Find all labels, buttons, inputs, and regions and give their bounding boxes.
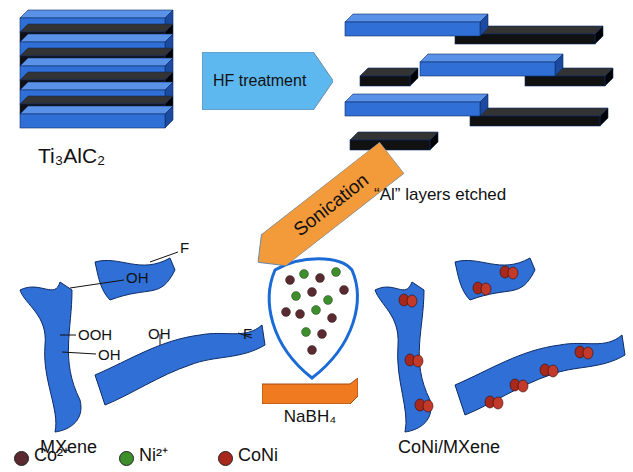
coni-particle <box>548 365 558 377</box>
group-label: OH <box>98 347 121 364</box>
process-arrow: HF treatment <box>202 52 333 110</box>
legend-swatch <box>14 451 29 466</box>
bar-shape <box>262 378 358 404</box>
droplet <box>269 259 357 378</box>
ion-dot <box>302 328 311 337</box>
ion-dot <box>282 308 291 317</box>
reagent-block: NaBH₄ <box>262 378 358 429</box>
ion-dot <box>318 330 327 339</box>
ion-dot <box>316 274 325 283</box>
legend-text: Co²⁺ <box>34 446 69 466</box>
slab-top <box>20 58 173 66</box>
node-text: HF treatment <box>213 72 306 90</box>
legend-text: Ni²⁺ <box>139 446 168 466</box>
slab-top <box>360 68 418 76</box>
slab-front <box>360 76 410 86</box>
note-label: “Al” layers etched <box>374 186 506 205</box>
slab-front <box>525 76 605 86</box>
ion-dot <box>328 314 337 323</box>
slab-front <box>345 102 480 116</box>
coni-particle <box>423 400 433 412</box>
slab-top <box>20 48 173 56</box>
mxene-flake <box>455 258 535 300</box>
coni-particle <box>407 295 417 307</box>
mxene-flake <box>455 335 625 415</box>
legend-swatch <box>119 451 134 466</box>
group-label: F <box>180 240 189 257</box>
slab-top <box>20 82 173 90</box>
slab-side <box>410 68 418 86</box>
slab-side <box>430 132 438 150</box>
slab-front <box>420 62 555 76</box>
bond-line <box>70 280 124 288</box>
legend-swatch <box>218 451 233 466</box>
ion-dot <box>300 270 309 279</box>
slab-top <box>470 108 608 116</box>
ion-dot <box>332 268 341 277</box>
coni-particle <box>518 380 528 392</box>
slab-side <box>480 94 488 116</box>
ion-dot <box>324 296 333 305</box>
coni-particle <box>508 267 518 279</box>
ion-dot <box>286 276 295 285</box>
arrow-shape <box>246 142 405 278</box>
material-label: Ti₃AlC₂ <box>38 144 105 167</box>
coni-particle <box>481 283 491 295</box>
group-label: OH <box>126 270 149 287</box>
ion-dot <box>308 346 317 355</box>
slab-side <box>555 54 563 76</box>
slab-top <box>20 72 173 80</box>
slab-top <box>345 94 488 102</box>
slab-top <box>20 10 173 18</box>
coni-particle <box>583 347 593 359</box>
ion-dot <box>312 306 321 315</box>
mxene-flake <box>20 282 81 432</box>
slab-front <box>345 22 480 36</box>
bond-line <box>62 352 96 354</box>
slab-side <box>480 14 488 36</box>
slab-front <box>350 140 430 150</box>
ion-dot <box>340 286 349 295</box>
node-text: NaBH₄ <box>284 408 336 427</box>
mxene-flake <box>95 258 175 300</box>
arrow-shape <box>202 52 333 110</box>
slab-side <box>605 68 613 86</box>
slab-top <box>20 96 173 104</box>
slab-top <box>420 54 563 62</box>
mxene-flake <box>375 282 431 432</box>
slab-top <box>20 106 173 114</box>
material-label: CoNi/MXene <box>398 438 500 458</box>
coni-particle <box>413 355 423 367</box>
mxene-flake <box>95 325 265 405</box>
ion-dot <box>308 288 317 297</box>
slab-top <box>345 14 488 22</box>
legend-text: CoNi <box>238 446 278 466</box>
reagent-bar <box>262 378 358 404</box>
slab-top <box>20 34 173 42</box>
slab-top <box>350 132 438 140</box>
ion-dot <box>296 310 305 319</box>
bond-line <box>60 335 76 336</box>
ion-dot <box>292 292 301 301</box>
coni-particle <box>493 397 503 409</box>
group-label: OH <box>148 326 171 343</box>
slab-side <box>595 26 603 44</box>
group-label: OOH <box>78 327 112 344</box>
group-label: F <box>243 326 252 343</box>
slab-front <box>20 114 165 128</box>
slab-side <box>600 108 608 126</box>
bond-line <box>150 252 178 262</box>
slab-side <box>165 106 173 128</box>
slab-front <box>470 116 600 126</box>
slab-top <box>20 24 173 32</box>
